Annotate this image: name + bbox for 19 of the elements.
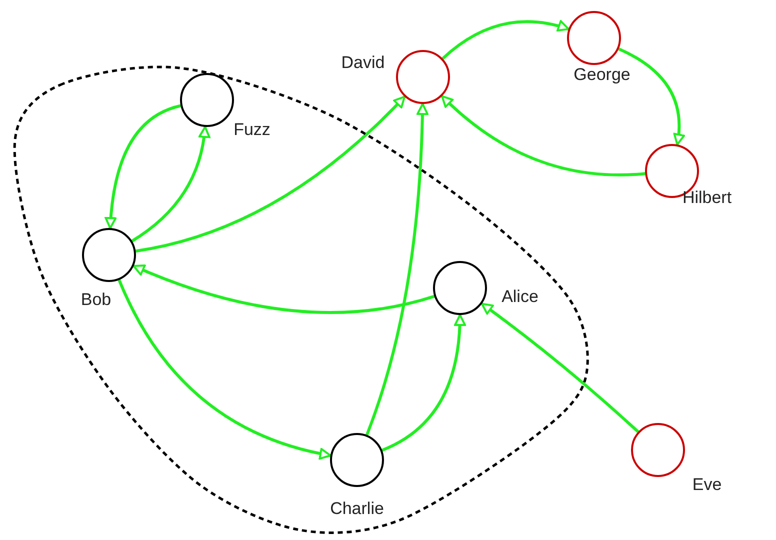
arrow	[382, 314, 466, 452]
arrow	[135, 96, 406, 253]
arrow	[442, 20, 570, 60]
node-label: Bob	[80, 290, 112, 310]
node-label: Charlie	[330, 499, 384, 519]
arrow	[104, 104, 182, 230]
node-label: Hilbert	[682, 188, 732, 208]
node-label: David	[341, 53, 385, 73]
node-label: Alice	[502, 287, 538, 307]
arrow	[365, 103, 428, 436]
arrow	[131, 126, 210, 242]
arrow	[440, 95, 646, 176]
node-label: Eve	[692, 475, 722, 495]
node-label: Fuzz	[234, 120, 270, 140]
arrow	[480, 302, 640, 433]
arrow	[118, 279, 332, 460]
node-label: George	[574, 65, 630, 85]
arrow	[618, 47, 685, 146]
arrow	[132, 264, 435, 314]
